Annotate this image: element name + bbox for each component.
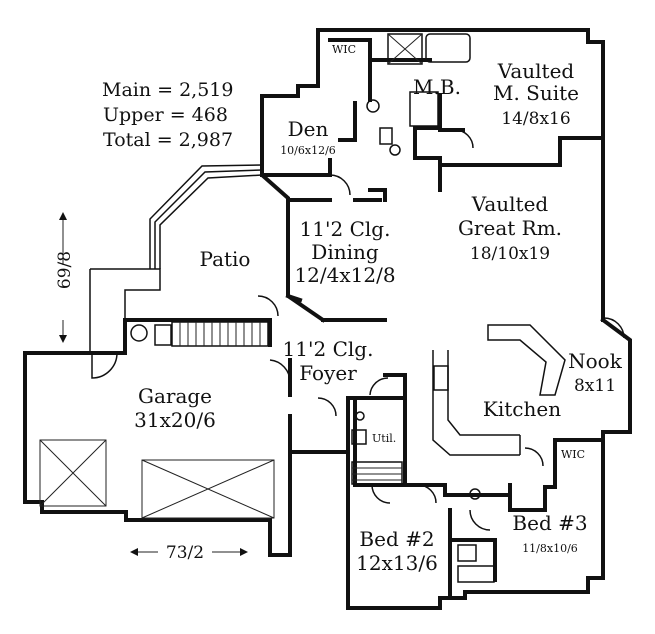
wic-master-label: WIC bbox=[332, 43, 356, 56]
garage-label: Garage bbox=[138, 384, 212, 408]
patio-label: Patio bbox=[200, 247, 251, 271]
den-label: Den bbox=[288, 117, 329, 141]
garage-details bbox=[39, 324, 275, 519]
area-upper: Upper = 468 bbox=[103, 104, 228, 126]
stairs bbox=[171, 321, 403, 485]
area-summary: Main = 2,519 Upper = 468 Total = 2,987 bbox=[102, 79, 234, 151]
util-label: Util. bbox=[372, 432, 396, 445]
interior-walls bbox=[260, 38, 605, 600]
width-dimension: 73/2 bbox=[166, 543, 204, 563]
den-size: 10/6x12/6 bbox=[280, 144, 336, 157]
great-room-size: 18/10x19 bbox=[470, 244, 550, 264]
foyer-line1: 11'2 Clg. bbox=[283, 337, 374, 361]
fixtures bbox=[351, 33, 495, 583]
exterior-walls bbox=[23, 28, 632, 610]
dining-line1: 11'2 Clg. bbox=[300, 217, 391, 241]
dimension-marks bbox=[59, 212, 248, 556]
master-suite-size: 14/8x16 bbox=[501, 109, 570, 129]
master-suite-line1: Vaulted bbox=[497, 59, 575, 83]
bed3-label: Bed #3 bbox=[512, 511, 587, 535]
bed2-size: 12x13/6 bbox=[356, 551, 438, 575]
kitchen-label: Kitchen bbox=[483, 397, 561, 421]
master-suite-line2: M. Suite bbox=[493, 81, 579, 105]
great-room-line1: Vaulted bbox=[471, 192, 549, 216]
depth-dimension: 69/8 bbox=[55, 251, 75, 289]
door-swings bbox=[91, 129, 625, 531]
foyer-line2: Foyer bbox=[299, 361, 357, 385]
nook-size: 8x11 bbox=[574, 376, 616, 396]
garage-size: 31x20/6 bbox=[134, 408, 216, 432]
great-room-line2: Great Rm. bbox=[458, 216, 562, 240]
dining-size: 12/4x12/8 bbox=[294, 263, 395, 287]
area-total: Total = 2,987 bbox=[103, 129, 233, 151]
bed3-size: 11/8x10/6 bbox=[522, 542, 578, 555]
mb-label: M.B. bbox=[413, 75, 461, 99]
dining-line2: Dining bbox=[311, 240, 379, 264]
wic-bed3-label: WIC bbox=[561, 448, 585, 461]
bed2-label: Bed #2 bbox=[359, 527, 434, 551]
area-main: Main = 2,519 bbox=[102, 79, 234, 101]
nook-label: Nook bbox=[568, 349, 623, 373]
